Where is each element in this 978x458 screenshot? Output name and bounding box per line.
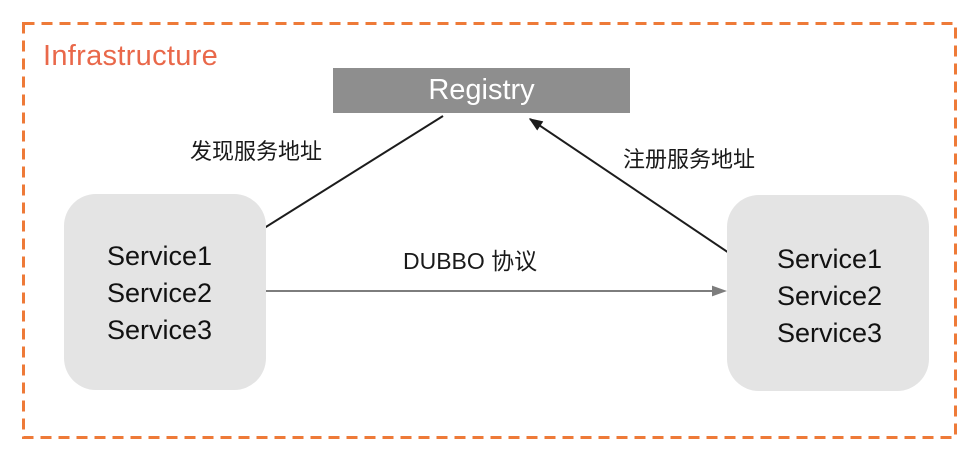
dubbo-arrowhead-right <box>712 285 727 297</box>
provider-services-box: Service1 Service2 Service3 <box>727 195 929 391</box>
consumer-services-box: Service1 Service2 Service3 <box>64 194 266 390</box>
provider-service-list: Service1 Service2 Service3 <box>777 241 882 352</box>
service-item: Service1 <box>107 241 213 271</box>
infrastructure-boundary <box>22 22 957 439</box>
service-item: Service3 <box>777 318 883 348</box>
service-item: Service2 <box>777 281 883 311</box>
discover-arrow-label: 发现服务地址 <box>190 139 323 164</box>
infrastructure-label: Infrastructure <box>43 40 219 72</box>
discover-arrow <box>240 115 444 243</box>
dubbo-protocol-label: DUBBO 协议 <box>403 248 538 274</box>
registry-node: Registry <box>333 68 630 113</box>
register-arrow <box>528 118 736 258</box>
service-item: Service1 <box>777 244 883 274</box>
service-item: Service2 <box>107 278 213 308</box>
service-item: Service3 <box>107 315 213 345</box>
register-arrow-label: 注册服务地址 <box>623 147 756 172</box>
registry-label: Registry <box>428 74 535 106</box>
consumer-service-list: Service1 Service2 Service3 <box>107 238 212 349</box>
